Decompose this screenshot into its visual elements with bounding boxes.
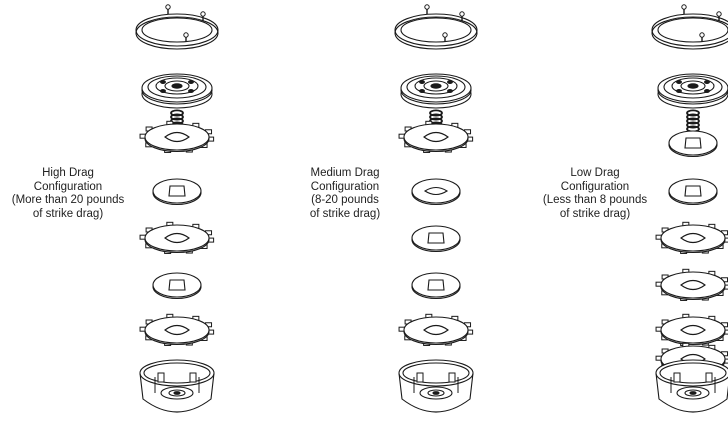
- low-drag-label-line-3: (Less than 8 pounds: [542, 194, 648, 206]
- high-drag-stack: [135, 4, 219, 413]
- tabbed-drag-washer: [139, 221, 215, 254]
- keyed-drag-washer: [411, 225, 461, 253]
- screw-icon: [442, 32, 448, 42]
- high-drag-label-line-1: High Drag: [42, 167, 94, 179]
- tabbed-drag-washer: [139, 120, 215, 153]
- retaining-ring-part: [394, 4, 478, 50]
- screw-icon: [165, 4, 171, 14]
- tabbed-drag-washer: [655, 268, 728, 301]
- drag-spring-part: [686, 109, 700, 133]
- keyed-drag-washer: [152, 272, 202, 300]
- drag-hub-part: [400, 73, 472, 109]
- high-drag-label: High Drag Configuration (More than 20 po…: [0, 167, 136, 221]
- tabbed-drag-washer: [139, 313, 215, 346]
- medium-drag-stack: [394, 4, 478, 413]
- medium-drag-label-line-3: (8-20 pounds: [311, 194, 379, 206]
- plain-drag-washer: [411, 178, 461, 206]
- medium-drag-label: Medium Drag Configuration (8-20 pounds o…: [297, 167, 393, 221]
- screw-icon: [716, 11, 722, 21]
- high-drag-label-line-2: Configuration: [33, 180, 103, 193]
- keyed-drag-washer: [668, 130, 718, 158]
- low-drag-label-line-2: Configuration: [560, 180, 630, 193]
- medium-drag-label-line-2: Configuration: [310, 180, 380, 193]
- retaining-ring-part: [651, 4, 728, 50]
- drag-housing-base: [655, 359, 728, 413]
- screw-icon: [183, 32, 189, 42]
- low-drag-label: Low Drag Configuration (Less than 8 poun…: [527, 167, 663, 221]
- tabbed-drag-washer: [655, 313, 728, 346]
- drag-hub-part: [657, 73, 728, 109]
- screw-icon: [699, 32, 705, 42]
- tabbed-drag-washer: [398, 120, 474, 153]
- medium-drag-label-line-1: Medium Drag: [310, 167, 380, 179]
- screw-icon: [424, 4, 430, 14]
- drag-housing-base: [139, 359, 215, 413]
- keyed-drag-washer: [668, 178, 718, 206]
- drag-hub-part: [141, 73, 213, 109]
- low-drag-label-line-4: of strike drag): [559, 207, 631, 220]
- low-drag-label-line-1: Low Drag: [570, 167, 620, 179]
- low-drag-stack: [651, 4, 728, 413]
- screw-icon: [681, 4, 687, 14]
- screw-icon: [200, 11, 206, 21]
- keyed-drag-washer: [411, 272, 461, 300]
- high-drag-label-line-3: (More than 20 pounds: [11, 194, 125, 206]
- tabbed-drag-washer: [655, 221, 728, 254]
- medium-drag-label-line-4: of strike drag): [309, 207, 381, 220]
- keyed-drag-washer: [152, 178, 202, 206]
- screw-icon: [459, 11, 465, 21]
- drag-housing-base: [398, 359, 474, 413]
- tabbed-drag-washer: [398, 313, 474, 346]
- high-drag-label-line-4: of strike drag): [32, 207, 104, 220]
- retaining-ring-part: [135, 4, 219, 50]
